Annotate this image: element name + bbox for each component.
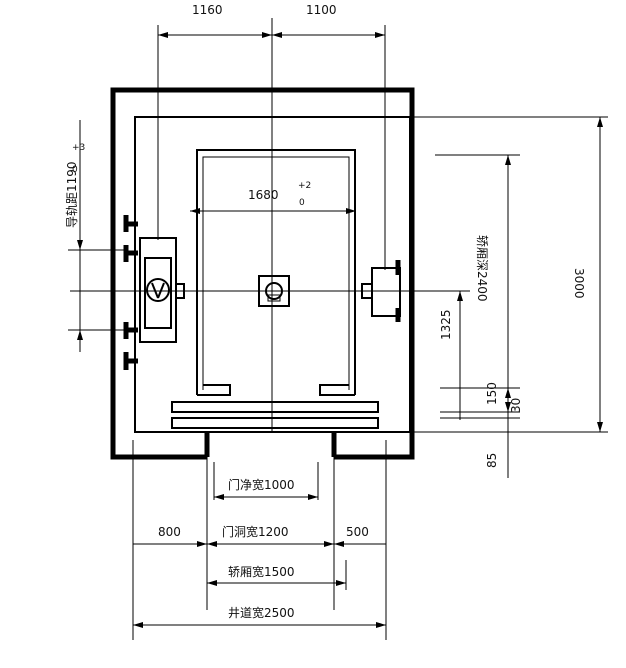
dim-car-inner-tol-minus: 0 [299,198,305,208]
dim-guide-rail-tol-minus: 0 [72,165,78,175]
center-lines [70,18,470,432]
dim-door-clear-width: 门净宽1000 [228,477,295,492]
dim-shaft-depth: 3000 [572,268,586,299]
right-car-guide [361,260,401,322]
dim-center-offset: 1325 [439,309,453,340]
dim-top-left: 1160 [192,3,223,17]
dim-car-inner-tol-plus: +2 [298,181,311,191]
door-sill [171,401,379,429]
dim-car-width: 轿厢宽1500 [228,564,295,579]
guide-rail-dimension [68,120,128,352]
dim-guide-rail: 导轨距1190 [65,161,79,228]
car-inner-dimension [190,208,356,214]
top-dimension [157,25,386,270]
dim-door-opening-width: 门洞宽1200 [222,524,289,539]
dim-car-inner: 1680 [248,188,279,202]
car-inner-walls [196,149,356,396]
dim-sill-30: 30 [509,398,523,413]
dim-guide-rail-tol-plus: +3 [72,143,85,153]
shaft-wall [110,87,415,460]
bottom-dimensions [132,440,387,640]
right-dimensions [410,116,608,478]
dim-sill-85: 85 [485,453,499,468]
dim-shaft-width: 井道宽2500 [228,605,295,620]
dim-sill-150: 150 [485,382,499,405]
dim-car-depth: 轿厢深2400 [475,235,490,302]
dim-left-wall: 800 [158,525,181,539]
dim-right-wall: 500 [346,525,369,539]
dim-top-right: 1100 [306,3,337,17]
